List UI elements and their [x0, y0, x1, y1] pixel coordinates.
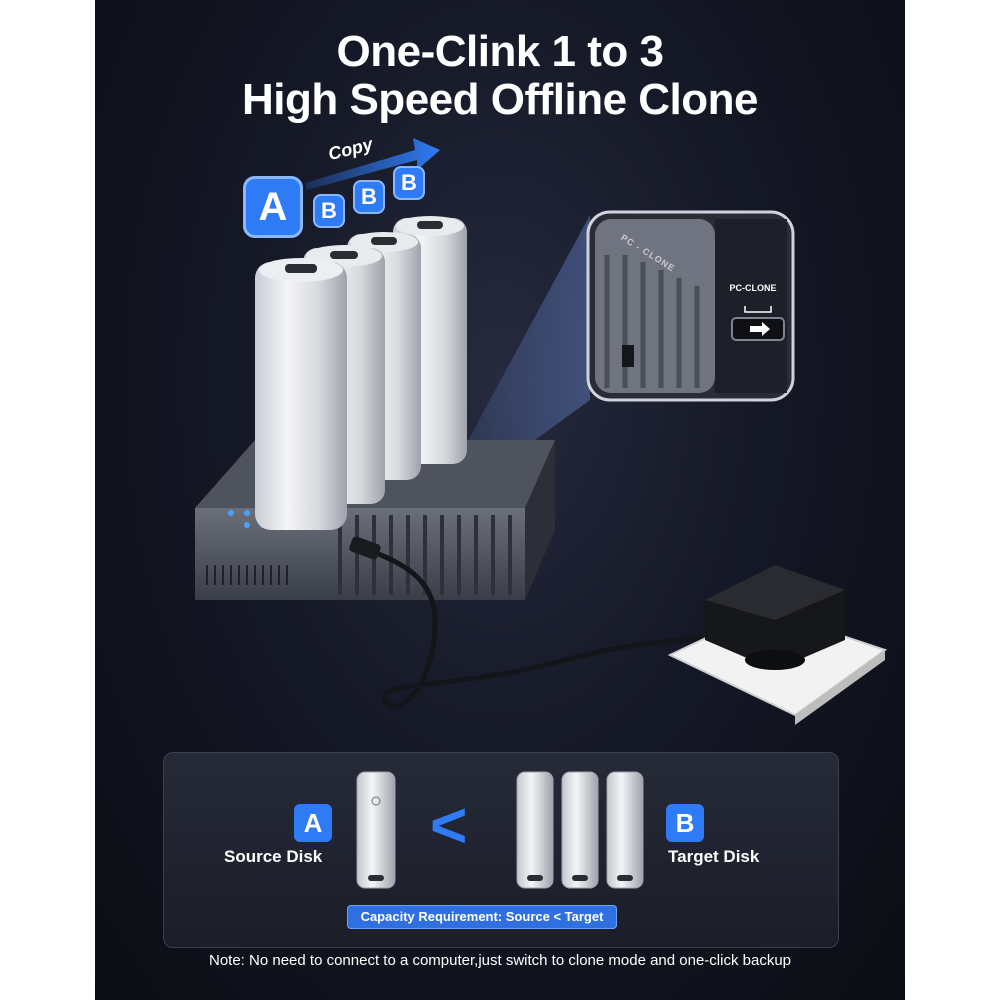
target-ssd-2 [561, 771, 599, 889]
ssd-enclosure-source [255, 258, 347, 530]
logo-icon [371, 796, 381, 806]
clone-dock-illustration [195, 138, 888, 725]
source-badge: A [294, 804, 332, 842]
target-ssd-3 [606, 771, 644, 889]
capacity-comparison-box: A Source Disk < B Target Disk [163, 752, 839, 948]
page-title-line1: One-Clink 1 to 3 [336, 27, 664, 76]
target-letter-badge-3: B [393, 166, 425, 200]
target-disk-label: Target Disk [668, 847, 760, 866]
target-letter-badge-2: B [353, 180, 385, 214]
pc-clone-switch-label: PC-CLONE [729, 283, 777, 293]
capacity-requirement-banner: Capacity Requirement: Source < Target [347, 905, 617, 929]
target-letter-badge-1: B [313, 194, 345, 228]
power-cable [362, 545, 736, 709]
less-than-operator: < [430, 789, 468, 861]
target-ssd-icons [516, 771, 644, 889]
switch-zoom-inset [586, 210, 795, 402]
page-title-line2: High Speed Offline Clone [241, 75, 759, 124]
source-ssd-icon [356, 771, 396, 889]
source-letter-badge: A [243, 176, 303, 238]
source-disk-label: Source Disk [224, 847, 323, 866]
copy-arrow-icon [305, 138, 440, 190]
target-ssd-1 [516, 771, 554, 889]
switch-arrow-icon [750, 322, 770, 336]
product-panel: One-Clink 1 to 3 High Speed Offline Clon… [95, 0, 905, 1000]
power-adapter-icon [705, 565, 845, 670]
target-badge: B [666, 804, 704, 842]
footer-note: Note: No need to connect to a computer,j… [209, 952, 791, 969]
